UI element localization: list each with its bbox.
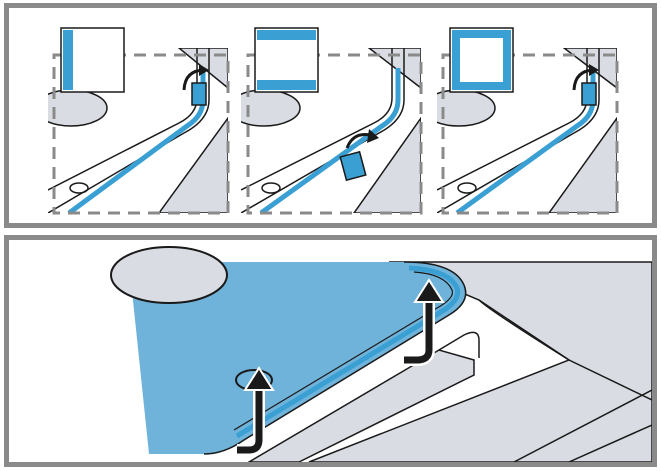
lift-up-arrow-icon xyxy=(404,278,445,366)
seal-strip xyxy=(235,265,461,439)
steps-panel xyxy=(4,3,657,228)
step-2-dashed-outline xyxy=(246,53,423,215)
step-2-scene xyxy=(241,48,421,213)
step-3-dashed-outline xyxy=(441,53,619,215)
glass-panel xyxy=(129,262,466,454)
step-1-dashed-outline xyxy=(52,53,230,215)
lift-panel xyxy=(4,235,657,467)
left-edge-highlight-icon xyxy=(60,27,125,93)
top-bottom-edge-highlight-icon xyxy=(254,27,319,93)
full-border-highlight-icon xyxy=(449,27,514,93)
burner xyxy=(110,246,228,304)
lift-illustration xyxy=(110,246,652,462)
lift-up-arrow-icon xyxy=(237,366,275,456)
step-1-scene xyxy=(48,48,228,213)
steps-illustration xyxy=(48,27,619,215)
